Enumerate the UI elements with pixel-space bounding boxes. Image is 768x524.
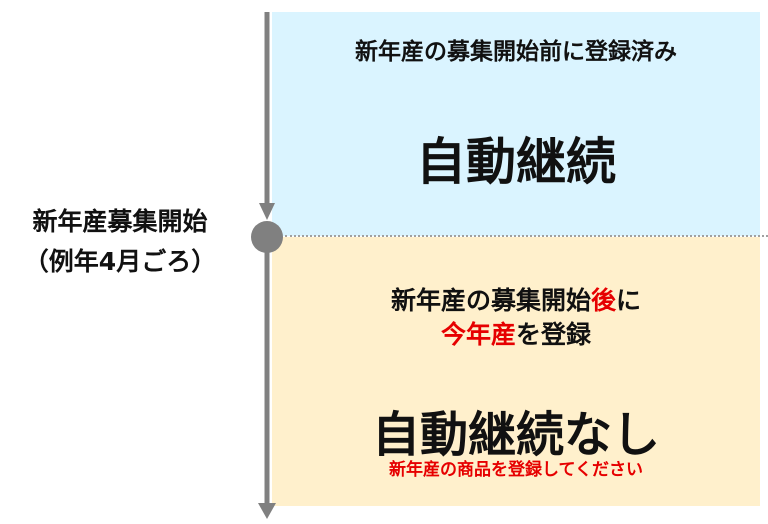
after-caption-suffix: に bbox=[616, 286, 642, 315]
timeline-arrow-end-icon bbox=[258, 503, 276, 519]
after-caption-2-highlight: 今年産 bbox=[440, 320, 516, 349]
milestone-sublabel: （例年4月ごろ） bbox=[23, 247, 217, 276]
before-result: 自動継続 bbox=[416, 133, 616, 191]
before-caption: 新年産の募集開始前に登録済み bbox=[355, 39, 677, 65]
after-caption: 新年産の募集開始後に bbox=[272, 281, 760, 317]
after-note: 新年産の商品を登録してください bbox=[389, 460, 643, 480]
milestone-label: 新年産募集開始 bbox=[32, 207, 208, 236]
divider-dotted-line bbox=[285, 235, 768, 237]
timeline-arrow-mid-icon bbox=[259, 203, 275, 220]
after-caption-text: 新年産の募集開始 bbox=[390, 286, 591, 315]
after-result: 自動継続なし bbox=[371, 407, 660, 463]
after-start-panel: 新年産の募集開始後に 今年産を登録 自動継続なし 新年産の商品を登録してください bbox=[272, 237, 760, 506]
after-caption-highlight: 後 bbox=[590, 286, 616, 315]
after-caption-2-text: を登録 bbox=[516, 320, 592, 349]
after-caption-2: 今年産を登録 bbox=[272, 315, 760, 351]
before-start-panel: 新年産の募集開始前に登録済み 自動継続 bbox=[272, 12, 760, 236]
